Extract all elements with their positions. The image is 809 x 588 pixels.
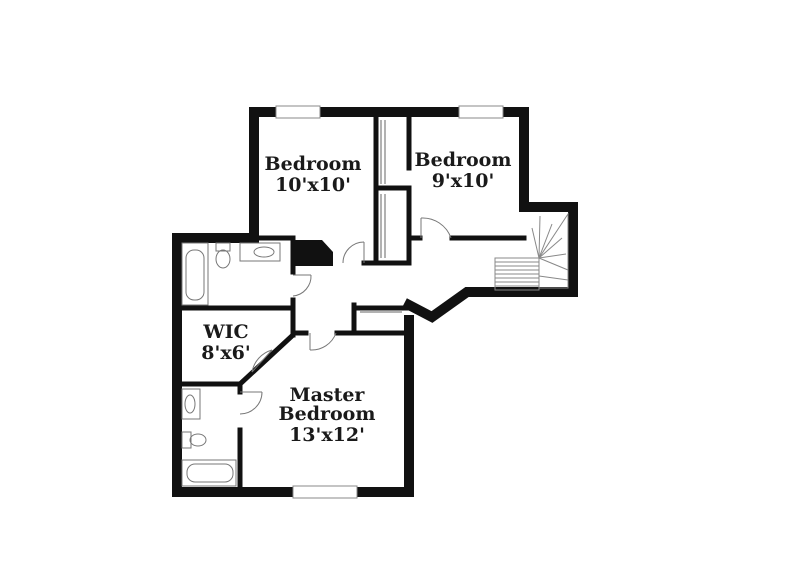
bathtub	[181, 242, 209, 306]
master-name-line2: Bedroom	[279, 403, 376, 425]
angled-wall	[238, 333, 295, 386]
bathtub	[181, 459, 237, 487]
exterior-walls	[172, 107, 578, 497]
toilet	[215, 242, 231, 252]
wic-dims: 8'x6'	[201, 342, 250, 364]
bedroom-1-dims: 10'x10'	[275, 174, 351, 196]
bedroom-1-name: Bedroom	[265, 153, 362, 175]
windows	[275, 105, 504, 499]
sink-vanity	[239, 242, 281, 262]
toilet	[181, 431, 192, 449]
door-swings	[239, 217, 452, 415]
bedroom-2-dims: 9'x10'	[432, 170, 495, 192]
master-name-line1: Master	[290, 384, 366, 406]
chimney-block	[291, 240, 333, 266]
bedroom-2-name: Bedroom	[415, 149, 512, 171]
master-bath-fixtures	[181, 388, 237, 487]
master-dims: 13'x12'	[289, 424, 365, 446]
upper-bath-fixtures	[181, 242, 281, 306]
vanity	[181, 388, 201, 420]
wic-name: WIC	[202, 321, 248, 343]
room-labels: Bedroom 10'x10' Bedroom 9'x10' WIC 8'x6'…	[201, 149, 511, 446]
interior-walls	[174, 109, 527, 495]
staircase	[494, 212, 569, 291]
closet-doors	[360, 120, 402, 313]
